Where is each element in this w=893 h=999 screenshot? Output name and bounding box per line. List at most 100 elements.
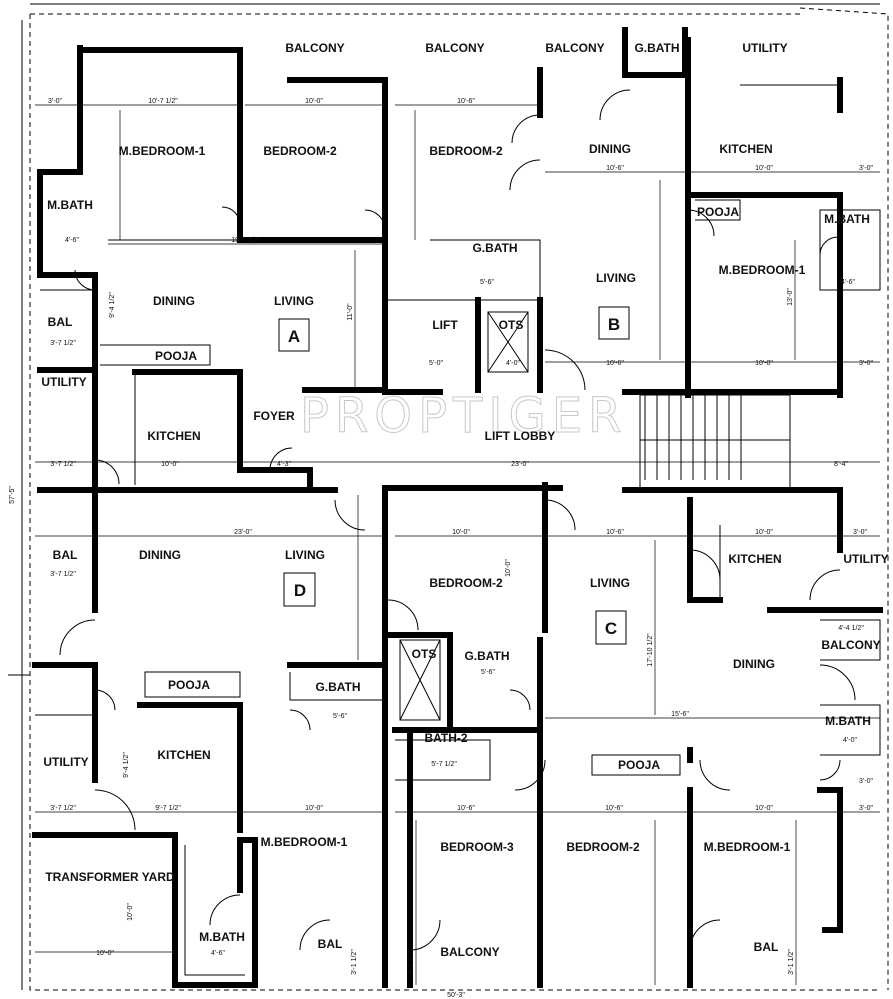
room-label-d-bal2: BAL — [318, 937, 343, 951]
svg-text:10'-7 1/2": 10'-7 1/2" — [148, 98, 178, 105]
room-label-a-living: LIVING — [274, 294, 314, 308]
room-label-b-dining: DINING — [589, 142, 631, 156]
svg-text:5'-6": 5'-6" — [480, 279, 494, 286]
room-label-c-mbath: M.BATH — [825, 714, 871, 728]
svg-text:10'-0": 10'-0" — [452, 529, 470, 536]
room-label-b-utility: UTILITY — [742, 41, 787, 55]
svg-text:11'-0": 11'-0" — [347, 303, 354, 321]
room-label-c-utility: UTILITY — [843, 552, 888, 566]
room-label-a-utility: UTILITY — [41, 375, 86, 389]
room-label-a-mbedroom: M.BEDROOM-1 — [119, 144, 206, 158]
room-label-b-living: LIVING — [596, 271, 636, 285]
room-label-d-living: LIVING — [285, 548, 325, 562]
room-label-b-mbedroom: M.BEDROOM-1 — [719, 263, 806, 277]
svg-text:10'-6": 10'-6" — [457, 98, 475, 105]
room-label-b-balcony1: BALCONY — [425, 41, 484, 55]
room-label-c-bath2: BATH-2 — [424, 731, 467, 745]
svg-text:50'-3": 50'-3" — [447, 992, 465, 999]
svg-text:3'-0": 3'-0" — [859, 778, 873, 785]
room-label-c-mbedroom: M.BEDROOM-1 — [704, 840, 791, 854]
room-label-c-balcony2: BALCONY — [440, 945, 499, 959]
room-label-b-mbath: M.BATH — [824, 212, 870, 226]
room-label-c-balcony: BALCONY — [821, 638, 880, 652]
room-label-c-bal: BAL — [754, 940, 779, 954]
svg-text:4'-6": 4'-6" — [65, 237, 79, 244]
svg-text:3'-7 1/2": 3'-7 1/2" — [50, 805, 76, 812]
svg-text:5'-0": 5'-0" — [429, 360, 443, 367]
room-label-c-living: LIVING — [590, 576, 630, 590]
svg-text:B: B — [608, 315, 620, 334]
room-label-d-utility: UTILITY — [43, 755, 88, 769]
dimension-lines — [35, 104, 880, 985]
svg-text:10'-0": 10'-0" — [161, 461, 179, 468]
watermark-text: PROPTIGER — [300, 388, 627, 444]
room-label-c-dining: DINING — [733, 657, 775, 671]
room-label-b-kitchen: KITCHEN — [719, 142, 772, 156]
unit-tag-d: D — [283, 572, 316, 607]
svg-text:4'-3": 4'-3" — [277, 461, 291, 468]
svg-text:10'-0": 10'-0" — [505, 559, 512, 577]
svg-text:10'-6": 10'-6" — [457, 805, 475, 812]
svg-text:10'-0": 10'-0" — [305, 98, 323, 105]
svg-text:4'-4 1/2": 4'-4 1/2" — [838, 625, 864, 632]
svg-text:4'-0": 4'-0" — [506, 360, 520, 367]
svg-text:8'-4": 8'-4" — [834, 461, 848, 468]
svg-text:3'-7 1/2": 3'-7 1/2" — [50, 571, 76, 578]
room-label-b-balcony2: BALCONY — [545, 41, 604, 55]
svg-text:9'-7 1/2": 9'-7 1/2" — [155, 805, 181, 812]
room-label-d-bal: BAL — [53, 548, 78, 562]
svg-text:10'-6": 10'-6" — [605, 805, 623, 812]
svg-text:C: C — [605, 619, 617, 638]
room-label-a-dining: DINING — [153, 294, 195, 308]
room-label-c-pooja: POOJA — [618, 758, 660, 772]
room-label-d-mbath: M.BATH — [199, 930, 245, 944]
svg-text:5'-7 1/2": 5'-7 1/2" — [431, 761, 457, 768]
unit-tag-b: B — [598, 306, 630, 340]
svg-text:3'-0": 3'-0" — [859, 165, 873, 172]
room-label-a-kitchen: KITCHEN — [147, 429, 200, 443]
svg-text:4'-6": 4'-6" — [211, 950, 225, 957]
svg-text:13'-0": 13'-0" — [787, 288, 794, 306]
room-label-a-balcony: BALCONY — [285, 41, 344, 55]
room-label-d-mbedroom: M.BEDROOM-1 — [261, 835, 348, 849]
room-label-c-kitchen: KITCHEN — [728, 552, 781, 566]
svg-text:5'-6": 5'-6" — [333, 713, 347, 720]
svg-text:3'-0": 3'-0" — [859, 805, 873, 812]
room-label-a-bal: BAL — [48, 315, 73, 329]
room-label-c-bedroom2-top: BEDROOM-2 — [429, 576, 503, 590]
room-label-a-foyer: FOYER — [253, 409, 295, 423]
room-label-c-bedroom2: BEDROOM-2 — [566, 840, 640, 854]
svg-text:3'-1 1/2": 3'-1 1/2" — [351, 949, 358, 975]
svg-text:19'-7 1/2": 19'-7 1/2" — [231, 237, 261, 244]
room-label-a-mbath: M.BATH — [47, 198, 93, 212]
room-label-d-pooja: POOJA — [168, 678, 210, 692]
svg-text:10'-6": 10'-6" — [606, 165, 624, 172]
room-label-a-pooja: POOJA — [155, 349, 197, 363]
svg-text:15'-6": 15'-6" — [671, 711, 689, 718]
room-label-d-dining: DINING — [139, 548, 181, 562]
svg-text:10'-6": 10'-6" — [606, 360, 624, 367]
svg-text:4'-0": 4'-0" — [843, 737, 857, 744]
svg-text:3'-7 1/2": 3'-7 1/2" — [50, 461, 76, 468]
svg-text:10'-0": 10'-0" — [755, 805, 773, 812]
room-label-a-bedroom2: BEDROOM-2 — [263, 144, 337, 158]
unit-tag-a: A — [278, 318, 310, 352]
svg-text:3'-0": 3'-0" — [48, 98, 62, 105]
dimension-labels: 3'-0" 10'-7 1/2" 10'-0" 10'-6" 19'-7 1/2… — [9, 98, 873, 999]
room-label-c-bedroom3: BEDROOM-3 — [440, 840, 514, 854]
room-label-d-gbath: G.BATH — [315, 680, 360, 694]
room-label-b-bedroom2: BEDROOM-2 — [429, 144, 503, 158]
svg-text:A: A — [288, 327, 300, 346]
unit-b-walls — [382, 27, 881, 398]
svg-text:4'-6": 4'-6" — [841, 279, 855, 286]
room-label-d-kitchen: KITCHEN — [157, 748, 210, 762]
svg-text:57'-5": 57'-5" — [9, 486, 16, 504]
svg-text:10'-0": 10'-0" — [755, 165, 773, 172]
svg-text:17'-10 1/2": 17'-10 1/2" — [647, 633, 654, 667]
svg-text:3'-1 1/2": 3'-1 1/2" — [408, 949, 415, 975]
svg-text:23'-0": 23'-0" — [511, 461, 529, 468]
svg-text:3'-0": 3'-0" — [859, 360, 873, 367]
svg-text:10'-0": 10'-0" — [305, 805, 323, 812]
unit-d-walls — [32, 487, 388, 988]
room-label-lift: LIFT — [432, 318, 458, 332]
